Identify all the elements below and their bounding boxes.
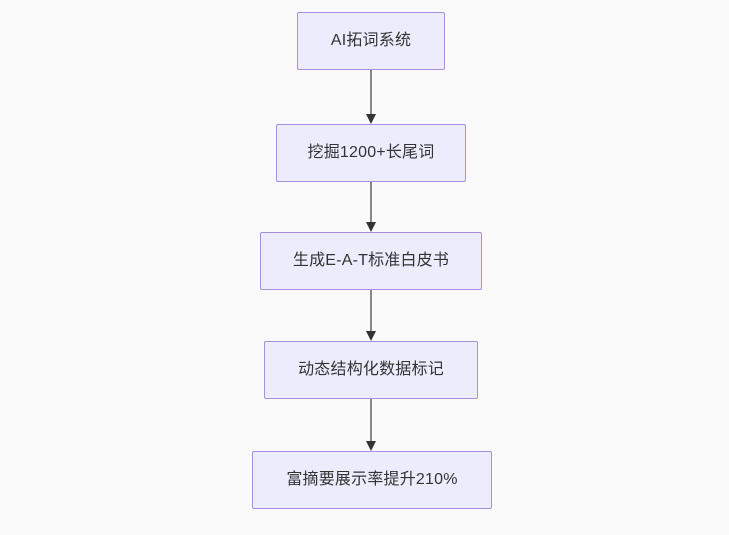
flowchart-node-4-label: 动态结构化数据标记: [298, 361, 444, 378]
edge-n4-n5: [361, 399, 381, 451]
flowchart-node-5-label: 富摘要展示率提升210%: [286, 471, 458, 488]
edge-arrow-icon: [366, 182, 376, 232]
flowchart-node-2[interactable]: 挖掘1200+长尾词: [276, 124, 466, 182]
edge-n3-n4: [361, 290, 381, 341]
edge-n1-n2: [361, 70, 381, 124]
flowchart-node-3[interactable]: 生成E-A-T标准白皮书: [260, 232, 482, 290]
edge-arrow-icon: [366, 399, 376, 451]
flowchart-node-4[interactable]: 动态结构化数据标记: [264, 341, 478, 399]
flowchart-node-1-label: AI拓词系统: [330, 32, 412, 49]
flowchart-node-2-label: 挖掘1200+长尾词: [307, 144, 435, 161]
edge-arrow-icon: [366, 290, 376, 341]
edge-arrow-icon: [366, 70, 376, 124]
flowchart-node-1[interactable]: AI拓词系统: [297, 12, 445, 70]
edge-n2-n3: [361, 182, 381, 232]
flowchart-node-5[interactable]: 富摘要展示率提升210%: [252, 451, 492, 509]
flowchart-node-3-label: 生成E-A-T标准白皮书: [292, 252, 450, 269]
